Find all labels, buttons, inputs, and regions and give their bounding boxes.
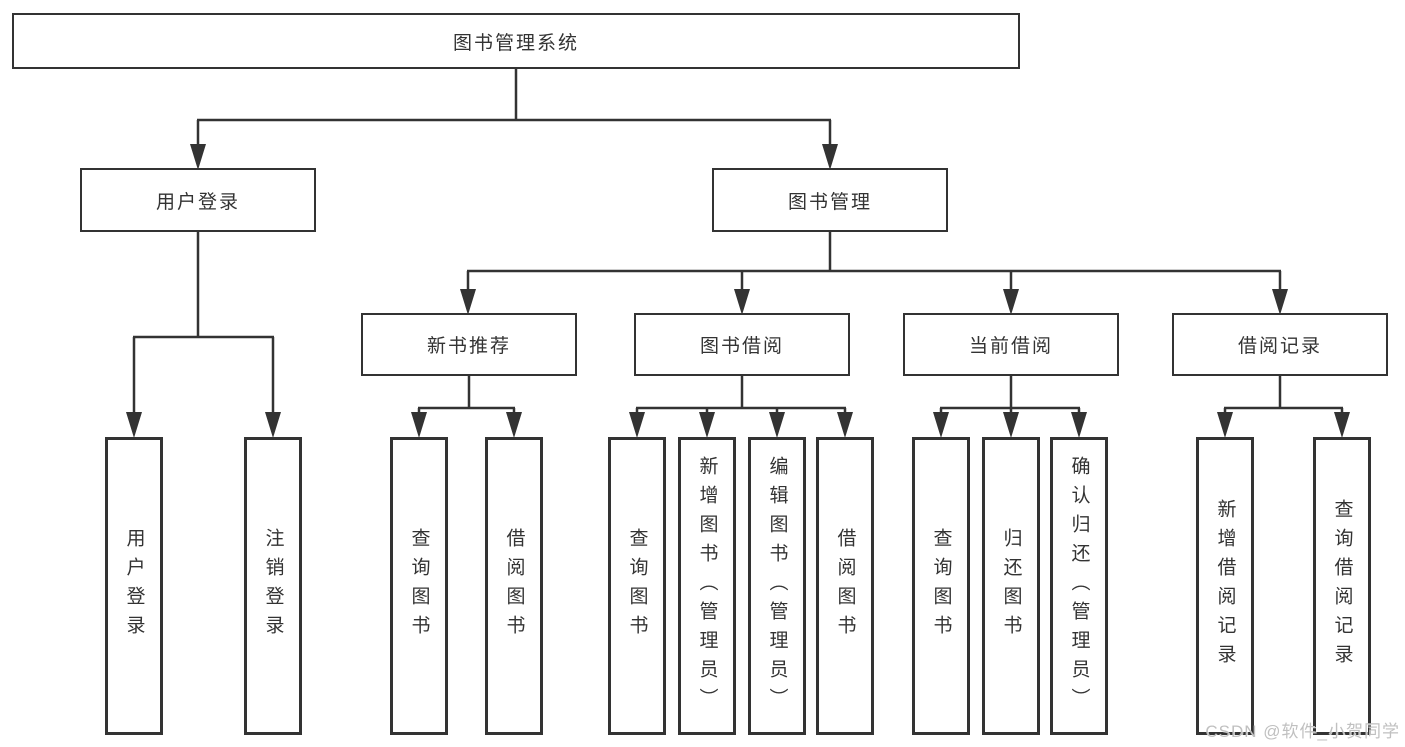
- leaf-current-query-books: 查询图书: [912, 437, 970, 735]
- leaf-current-return-books: 归还图书: [982, 437, 1040, 735]
- leaf-label: 查询图书: [930, 528, 952, 644]
- leaf-logout: 注销登录: [244, 437, 302, 735]
- leaf-label: 借阅图书: [503, 528, 525, 644]
- csdn-watermark: CSDN @软件_小贺同学: [1205, 722, 1400, 741]
- leaf-label: 归还图书: [1000, 528, 1022, 644]
- node-book-management-group: 图书管理: [712, 168, 948, 232]
- leaf-label: 查询借阅记录: [1331, 499, 1353, 673]
- leaf-borrowing-query-books: 查询图书: [608, 437, 666, 735]
- leaf-label: 注销登录: [262, 528, 284, 644]
- leaf-borrowing-edit-books-admin: 编辑图书（管理员）: [748, 437, 806, 735]
- leaf-records-add-record: 新增借阅记录: [1196, 437, 1254, 735]
- leaf-label: 借阅图书: [834, 528, 856, 644]
- leaf-label: 用户登录: [123, 528, 145, 644]
- leaf-label: 查询图书: [626, 528, 648, 644]
- leaf-label: 查询图书: [408, 528, 430, 644]
- leaf-borrowing-borrow-books: 借阅图书: [816, 437, 874, 735]
- leaf-recommend-query-books: 查询图书: [390, 437, 448, 735]
- leaf-user-login: 用户登录: [105, 437, 163, 735]
- leaf-label: 确认归还（管理员）: [1068, 455, 1090, 717]
- leaf-label: 编辑图书（管理员）: [766, 455, 788, 717]
- leaf-current-confirm-return-admin: 确认归还（管理员）: [1050, 437, 1108, 735]
- leaf-records-query-record: 查询借阅记录: [1313, 437, 1371, 735]
- node-library-management-system: 图书管理系统: [12, 13, 1020, 69]
- node-borrowing-records: 借阅记录: [1172, 313, 1388, 376]
- leaf-borrowing-add-books-admin: 新增图书（管理员）: [678, 437, 736, 735]
- node-new-book-recommend: 新书推荐: [361, 313, 577, 376]
- node-book-borrowing: 图书借阅: [634, 313, 850, 376]
- node-user-login-group: 用户登录: [80, 168, 316, 232]
- leaf-label: 新增借阅记录: [1214, 499, 1236, 673]
- leaf-recommend-borrow-books: 借阅图书: [485, 437, 543, 735]
- leaf-label: 新增图书（管理员）: [696, 455, 718, 717]
- node-current-borrowing: 当前借阅: [903, 313, 1119, 376]
